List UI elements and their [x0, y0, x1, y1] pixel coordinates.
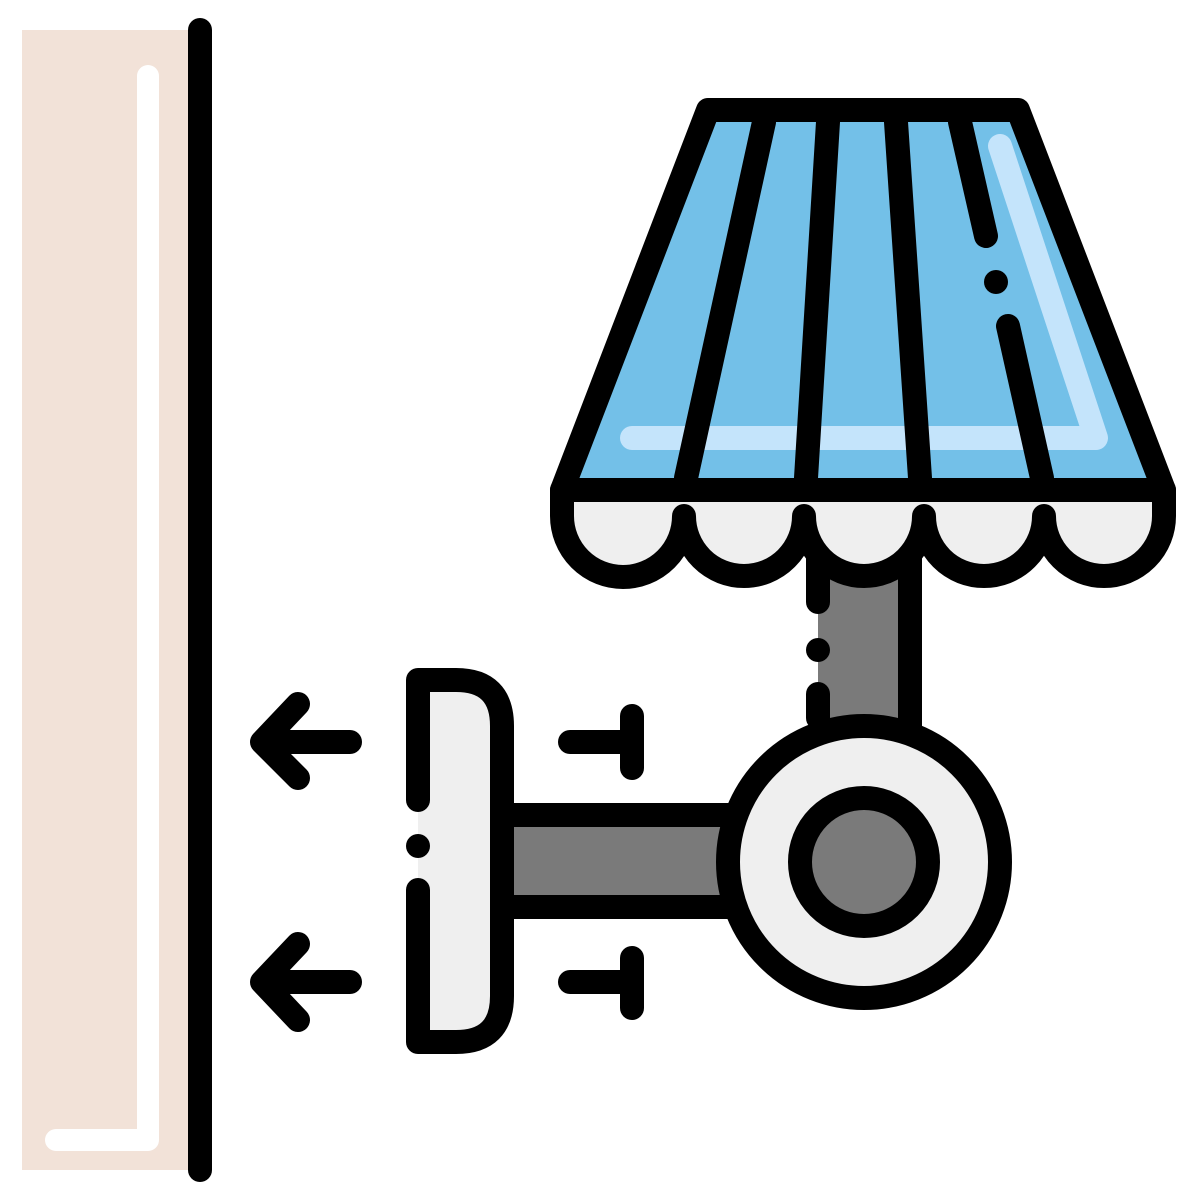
knob-inner — [788, 786, 940, 938]
arrow-top-icon — [250, 692, 362, 790]
shade-pleats — [674, 110, 1054, 490]
screw-top-icon — [558, 704, 644, 780]
screw-bottom-icon — [558, 946, 644, 1020]
wall-highlight — [45, 65, 159, 1151]
arrow-left-icon — [250, 692, 362, 1032]
screw-icon — [558, 704, 644, 1020]
mount-plate — [418, 680, 502, 1042]
shade-highlight — [620, 134, 1108, 450]
wall-icon — [22, 18, 212, 1182]
shade-fringe — [550, 478, 1176, 589]
lampshade-icon — [550, 98, 1176, 589]
horizontal-arm — [488, 803, 754, 919]
wall-surface — [22, 30, 200, 1170]
arrow-bottom-icon — [250, 932, 362, 1032]
wall-mount-icon — [406, 668, 514, 1054]
knob-joint — [716, 714, 1012, 1010]
